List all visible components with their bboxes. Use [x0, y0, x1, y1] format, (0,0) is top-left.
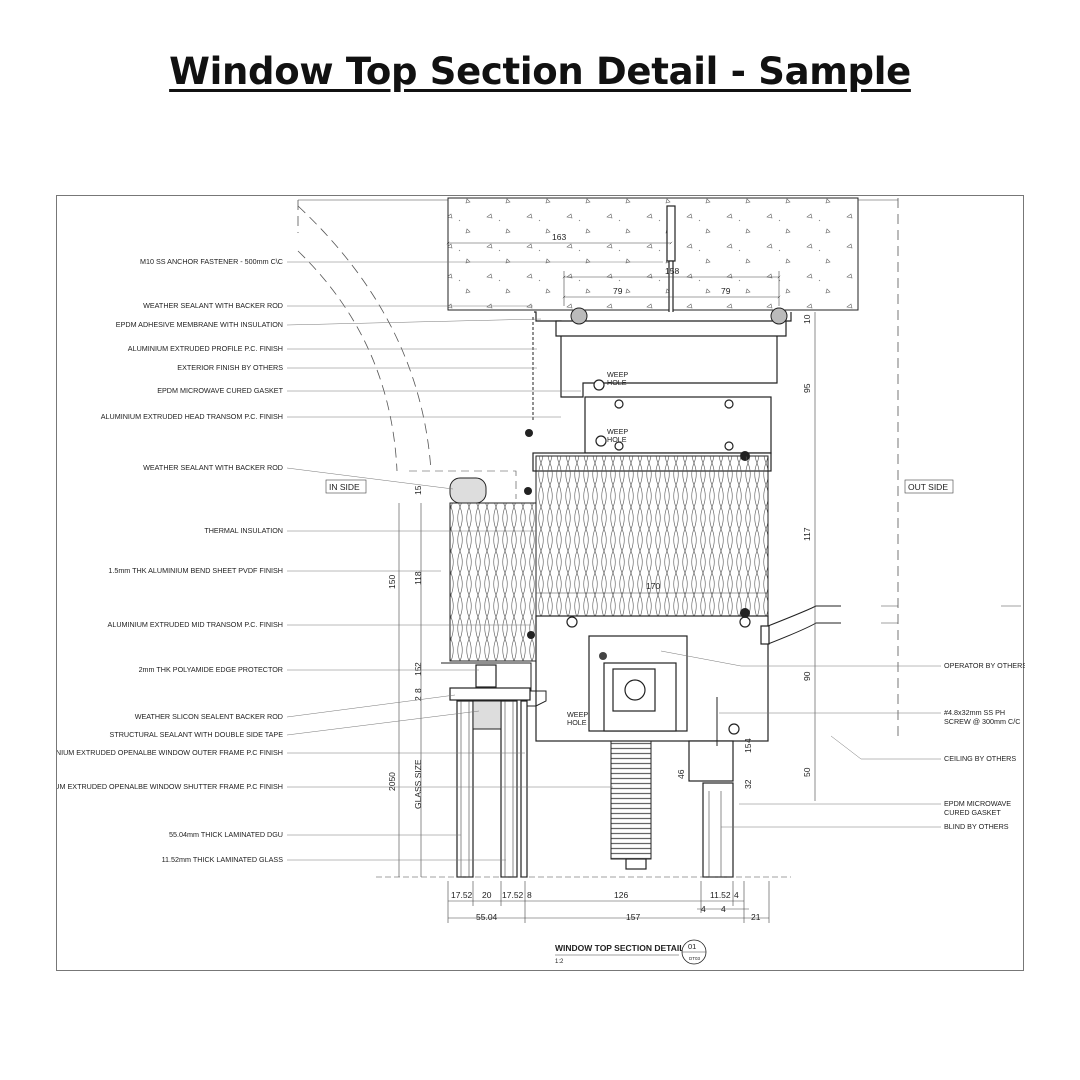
- dim-118: 118: [413, 571, 423, 585]
- opening-swing-arc: [297, 205, 432, 472]
- callout-ceiling: CEILING BY OTHERS: [944, 754, 1016, 763]
- dim-157: 157: [626, 912, 640, 922]
- weep-hole-label-3b: HOLE: [567, 718, 587, 727]
- left-callouts: M10 SS ANCHOR FASTENER - 500mm C\C WEATH…: [57, 257, 663, 864]
- dim-158: 158: [665, 266, 679, 276]
- dim-glass-size: GLASS SIZE: [413, 759, 423, 809]
- dim-90: 90: [802, 671, 812, 681]
- right-dimensions: 10 95 117 90 50 46 32 15 4: [676, 312, 816, 801]
- dim-4-b: 4: [734, 890, 739, 900]
- left-dimensions: 15 150 118 15 2 8 2 2050 GLASS SIZE: [387, 485, 423, 877]
- dim-11-52: 11.52: [710, 890, 731, 900]
- weep-hole-label-1b: HOLE: [607, 378, 627, 387]
- concrete-slab: [447, 197, 859, 311]
- in-side-label: IN SIDE: [329, 482, 360, 492]
- dim-55-04: 55.04: [476, 912, 498, 922]
- head-profile: [524, 307, 792, 495]
- right-callouts: OPERATOR BY OTHERS #4.8x32mm SS PH SCREW…: [660, 650, 1025, 831]
- callout-weather-sealant-1: WEATHER SEALANT WITH BACKER ROD: [143, 301, 283, 310]
- section-drawing: 163 158 79 79 WEEP HOLE WEEP HOLE 170: [57, 197, 1025, 965]
- dim-2050: 2050: [387, 772, 397, 791]
- callout-shutter-frame: ALUMINIUM EXTRUDED OPENALBE WINDOW SHUTT…: [57, 782, 283, 791]
- detail-title: WINDOW TOP SECTION DETAIL: [555, 943, 684, 953]
- dim-79-left: 79: [613, 286, 623, 296]
- dim-17-52-b: 17.52: [502, 890, 524, 900]
- callout-epdm-membrane: EPDM ADHESIVE MEMBRANE WITH INSULATION: [116, 320, 283, 329]
- dim-21: 21: [751, 912, 761, 922]
- glass-dgu: [456, 700, 528, 878]
- callout-thermal-insulation: THERMAL INSULATION: [204, 526, 283, 535]
- callout-exterior-finish: EXTERIOR FINISH BY OTHERS: [177, 363, 283, 372]
- callout-operator: OPERATOR BY OTHERS: [944, 661, 1025, 670]
- title-block: WINDOW TOP SECTION DETAIL 1:2 01 DT03: [555, 939, 707, 965]
- dim-117: 117: [802, 527, 812, 541]
- detail-scale: 1:2: [555, 959, 564, 965]
- top-dimensions: 163 158 79 79: [446, 232, 781, 306]
- weep-hole-label-1: WEEP: [607, 370, 628, 379]
- dim-32: 32: [743, 779, 753, 789]
- callout-epdm-gasket: EPDM MICROWAVE CURED GASKET: [157, 386, 283, 395]
- callout-silicon-backer-rod: WEATHER SLICON SEALENT BACKER ROD: [135, 712, 283, 721]
- insulation-inner: [449, 502, 537, 662]
- callout-gasket-1: EPDM MICROWAVE: [944, 799, 1011, 808]
- shutter-frame: [688, 697, 734, 878]
- dim-8-b: 8: [527, 890, 532, 900]
- detail-sheet: DT03: [689, 956, 701, 961]
- weep-hole-label-3: WEEP: [567, 710, 588, 719]
- dim-15: 15: [413, 485, 423, 495]
- weep-hole-label-2b: HOLE: [607, 435, 627, 444]
- dim-10: 10: [802, 314, 812, 324]
- callout-bend-sheet: 1.5mm THK ALUMINIUM BEND SHEET PVDF FINI…: [108, 566, 283, 575]
- dim-163: 163: [552, 232, 566, 242]
- thermal-insulation: [535, 455, 769, 617]
- dim-4-c: 4: [701, 904, 706, 914]
- dim-4-d: 4: [721, 904, 726, 914]
- detail-number: 01: [688, 942, 696, 951]
- dim-17-52-a: 17.52: [451, 890, 473, 900]
- callout-weather-sealant-2: WEATHER SEALANT WITH BACKER ROD: [143, 463, 283, 472]
- weep-hole-label-2: WEEP: [607, 427, 628, 436]
- dim-15b: 15: [413, 666, 423, 676]
- dim-8: 8: [413, 688, 423, 693]
- callout-head-transom: ALUMINIUM EXTRUDED HEAD TRANSOM P.C. FIN…: [101, 412, 283, 421]
- weather-sealant-top: [449, 477, 487, 504]
- dim-95: 95: [802, 383, 812, 393]
- dim-15c: 15: [743, 743, 753, 753]
- dim-20: 20: [482, 890, 492, 900]
- blind-roller: [610, 740, 652, 860]
- callout-structural-sealant: STRUCTURAL SEALANT WITH DOUBLE SIDE TAPE: [110, 730, 284, 739]
- dim-2: 2: [413, 662, 423, 667]
- dim-46: 46: [676, 769, 686, 779]
- bottom-dimensions: 17.52 20 17.52 8 126 11.52 4 4 4 55.04 1…: [447, 881, 770, 923]
- callout-aluminium-profile: ALUMINIUM EXTRUDED PROFILE P.C. FINISH: [128, 344, 283, 353]
- callout-laminated-glass: 11.52mm THICK LAMINATED GLASS: [162, 855, 284, 864]
- out-side-label: OUT SIDE: [908, 482, 948, 492]
- slab-edge-dashed: [297, 198, 899, 741]
- callout-blind: BLIND BY OTHERS: [944, 822, 1009, 831]
- mid-transom: [441, 605, 1021, 742]
- callout-screw-2: SCREW @ 300mm C/C: [944, 717, 1020, 726]
- dim-126: 126: [614, 890, 628, 900]
- drawing-frame: 163 158 79 79 WEEP HOLE WEEP HOLE 170: [56, 195, 1025, 971]
- dim-170: 170: [646, 581, 660, 591]
- callout-screw-1: #4.8x32mm SS PH: [944, 708, 1005, 717]
- dim-2b: 2: [413, 696, 423, 701]
- callout-dgu: 55.04mm THICK LAMINATED DGU: [169, 830, 283, 839]
- dim-79-right: 79: [721, 286, 731, 296]
- callout-gasket-2: CURED GASKET: [944, 808, 1001, 817]
- callout-outer-frame: ALUMINIUM EXTRUDED OPENALBE WINDOW OUTER…: [57, 748, 283, 757]
- dim-4: 4: [743, 738, 753, 743]
- page-title: Window Top Section Detail - Sample: [169, 50, 911, 93]
- callout-edge-protector: 2mm THK POLYAMIDE EDGE PROTECTOR: [139, 665, 283, 674]
- dim-150: 150: [387, 575, 397, 589]
- callout-anchor-fastener: M10 SS ANCHOR FASTENER - 500mm C\C: [140, 257, 283, 266]
- dim-50: 50: [802, 767, 812, 777]
- callout-mid-transom: ALUMINIUM EXTRUDED MID TRANSOM P.C. FINI…: [108, 620, 283, 629]
